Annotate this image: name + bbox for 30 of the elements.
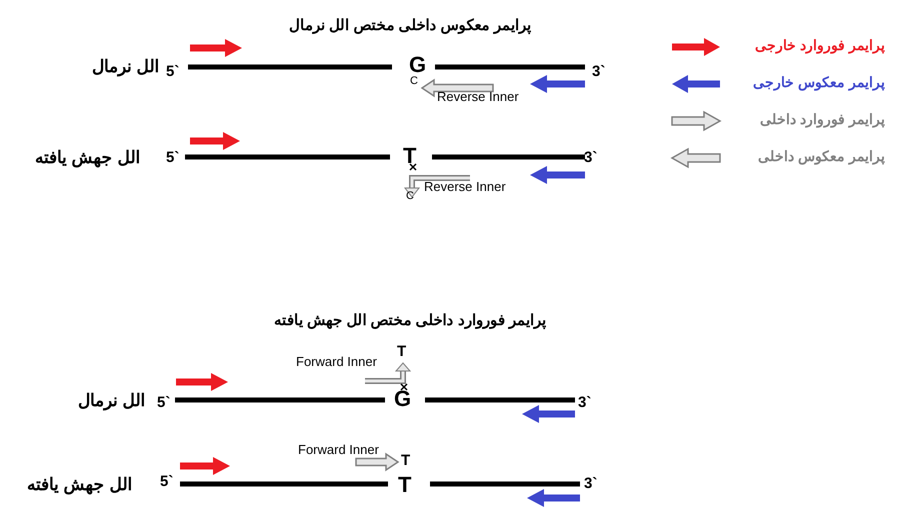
strand-end-label: 5` (166, 64, 180, 79)
legend-label: پرایمر فوروارد خارجی (755, 38, 885, 52)
base-letter: T (398, 474, 412, 496)
panel-heading: پرایمر معکوس داخلی مختص الل نرمال (289, 18, 531, 33)
base-letter: T (403, 145, 416, 167)
strand-end-label: 3` (584, 150, 598, 165)
primer-label: Forward Inner (296, 355, 377, 368)
base-letter: T (401, 453, 410, 468)
strand-end-label: 3` (592, 64, 606, 79)
strand-end-label: 3` (584, 476, 598, 491)
legend-label: پرایمر معکوس داخلی (758, 149, 885, 163)
base-letter: C (406, 191, 414, 202)
strand-end-label: 3` (578, 395, 592, 410)
legend-label: پرایمر معکوس خارجی (753, 75, 885, 89)
primer-label: Reverse Inner (437, 90, 519, 103)
base-letter: C (410, 76, 418, 87)
primer-label: Forward Inner (298, 443, 379, 456)
primer-label: Reverse Inner (424, 180, 506, 193)
allele-label: الل نرمال (78, 392, 146, 409)
base-letter: T (397, 344, 406, 359)
legend-label: پرایمر فوروارد داخلی (760, 112, 885, 126)
base-letter: G (394, 388, 412, 410)
strand-end-label: 5` (157, 395, 170, 410)
allele-label: الل جهش یافته (27, 476, 132, 493)
panel-heading: پرایمر فوروارد داخلی مختص الل جهش یافته (274, 313, 546, 328)
base-letter: G (409, 54, 426, 76)
strand-end-label: 5` (166, 150, 180, 165)
allele-label: الل نرمال (92, 58, 160, 75)
strand-end-label: 5` (160, 474, 174, 489)
allele-label: الل جهش یافته (35, 149, 140, 166)
